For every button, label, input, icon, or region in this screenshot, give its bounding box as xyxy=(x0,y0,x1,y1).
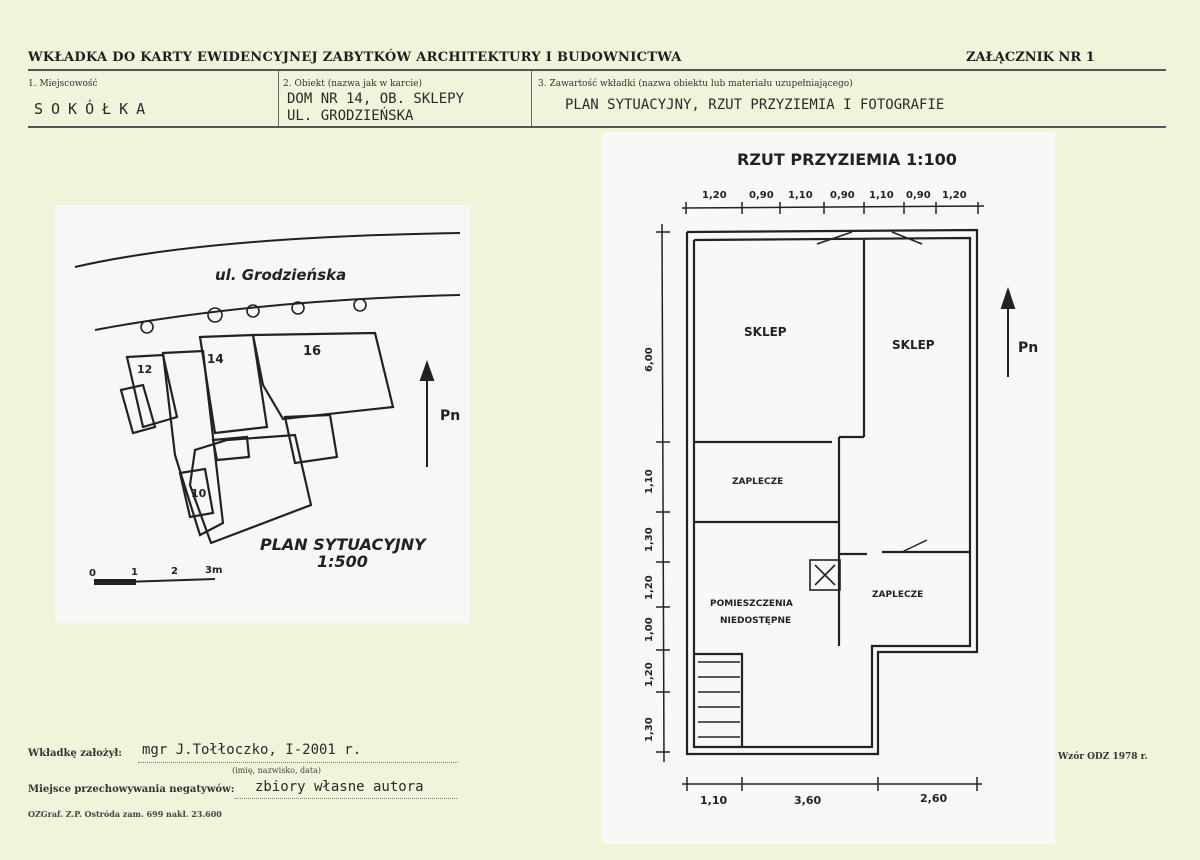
north-label-floor: Pn xyxy=(1018,340,1038,356)
top-dim-6: 0,90 xyxy=(906,190,931,201)
top-dim-5: 1,10 xyxy=(869,190,894,201)
author-dotted-line xyxy=(138,762,458,763)
left-dim-5: 1,00 xyxy=(644,617,655,642)
lot-12: 12 xyxy=(137,363,152,376)
bottom-dimension-line xyxy=(682,777,982,791)
doors xyxy=(816,231,928,553)
room-shop-left: SKLEP xyxy=(744,325,787,339)
left-dim-4: 1,20 xyxy=(644,575,655,600)
scale-tick-1: 1 xyxy=(131,567,138,578)
street-line-south xyxy=(94,294,461,331)
stairs xyxy=(698,661,740,738)
content-value: PLAN SYTUACYJNY, RZUT PRZYZIEMIA I FOTOG… xyxy=(565,97,945,113)
room-inaccessible-line1: POMIESZCZENIA xyxy=(710,599,793,609)
object-value-line2: UL. GRODZIEŃSKA xyxy=(287,108,414,124)
header-rule-top xyxy=(28,69,1166,71)
left-dim-1: 6,00 xyxy=(644,347,655,372)
card-title: WKŁADKA DO KARTY EWIDENCYJNEJ ZABYTKÓW A… xyxy=(28,50,682,65)
north-label-site: Pn xyxy=(440,408,460,424)
left-dim-3: 1,30 xyxy=(644,527,655,552)
room-back-left: ZAPLECZE xyxy=(732,477,783,487)
lot-10: 10 xyxy=(191,487,207,500)
bottom-dim-2: 3,60 xyxy=(794,794,821,807)
place-label: 1. Miejscowość xyxy=(28,79,98,89)
printer-note: OZGraf. Z.P. Ostróda zam. 699 nakł. 23.6… xyxy=(28,809,222,819)
left-dim-6: 1,20 xyxy=(644,662,655,687)
negatives-value: zbiory własne autora xyxy=(255,779,424,795)
north-arrow-floor xyxy=(1000,286,1016,377)
street-name: ul. Grodzieńska xyxy=(215,266,346,284)
scale-bar xyxy=(94,578,216,585)
negatives-dotted-line xyxy=(235,798,457,799)
building-12 xyxy=(125,353,179,429)
top-dim-1: 1,20 xyxy=(702,190,727,201)
north-arrow-site xyxy=(419,359,435,467)
street-trees xyxy=(140,298,367,334)
room-shop-right: SKLEP xyxy=(892,338,935,352)
field-divider-2 xyxy=(531,70,532,126)
author-value: mgr J.Tołłoczko, I-2001 r. xyxy=(142,742,362,758)
scale-tick-0: 0 xyxy=(89,568,96,579)
left-dimension-line xyxy=(656,223,670,763)
floor-plan-drawing: RZUT PRZYZIEMIA 1:100 1,20 0,90 1,10 0,9… xyxy=(602,132,1055,844)
object-label: 2. Obiekt (nazwa jak w karcie) xyxy=(283,79,422,89)
street-line-north xyxy=(74,232,461,268)
scale-tick-2: 2 xyxy=(171,566,178,577)
bottom-dim-1: 1,10 xyxy=(700,794,727,807)
floor-plan-walls xyxy=(685,228,979,756)
top-dim-7: 1,20 xyxy=(942,190,967,201)
buildings xyxy=(119,331,395,545)
chimney xyxy=(809,559,841,591)
room-inaccessible-line2: NIEDOSTĘPNE xyxy=(720,616,791,626)
object-value-line1: DOM NR 14, OB. SKLEPY xyxy=(287,91,465,107)
top-dim-4: 0,90 xyxy=(830,190,855,201)
field-divider-1 xyxy=(278,70,279,126)
form-model: Wzór ODZ 1978 r. xyxy=(1058,752,1148,762)
top-dimension-line xyxy=(681,202,985,214)
site-plan-title: PLAN SYTUACYJNY xyxy=(260,535,427,554)
place-value: SOKÓŁKA xyxy=(34,100,154,118)
site-plan-drawing: ul. Grodzieńska 12 14 16 10 Pn PLAN SYTU… xyxy=(55,205,470,623)
author-hint: (imię, nazwisko, data) xyxy=(232,766,322,775)
lot-14: 14 xyxy=(207,352,224,366)
room-back-right: ZAPLECZE xyxy=(872,590,923,600)
bottom-dim-3: 2,60 xyxy=(920,792,947,805)
content-label: 3. Zawartość wkładki (nazwa obiektu lub … xyxy=(538,79,853,89)
site-plan-scale: 1:500 xyxy=(317,552,368,571)
header-rule-bottom xyxy=(28,126,1166,128)
annex-number: ZAŁĄCZNIK NR 1 xyxy=(966,50,1095,65)
scale-tick-3: 3m xyxy=(205,565,222,576)
top-dim-2: 0,90 xyxy=(749,190,774,201)
left-dim-2: 1,10 xyxy=(644,469,655,494)
author-label: Wkładkę założył: xyxy=(28,748,122,759)
negatives-label: Miejsce przechowywania negatywów: xyxy=(28,784,235,795)
top-dim-3: 1,10 xyxy=(788,190,813,201)
floor-plan-title: RZUT PRZYZIEMIA 1:100 xyxy=(737,150,957,169)
left-dim-7: 1,30 xyxy=(644,717,655,742)
lot-16: 16 xyxy=(303,344,321,359)
